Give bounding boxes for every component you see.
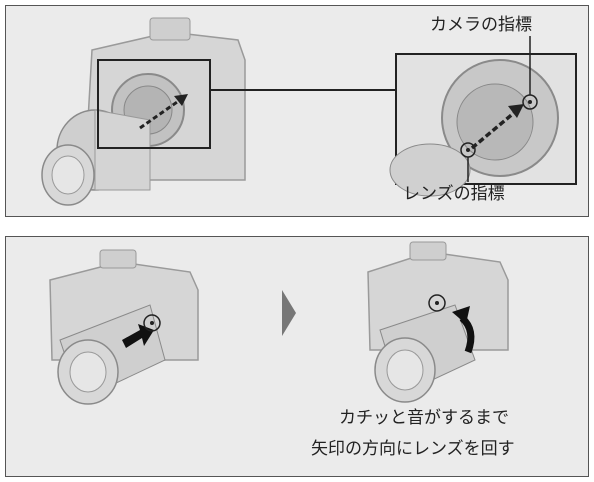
zoom-source-box [97,59,211,149]
insert-arrow [122,324,154,348]
camera-lens-after-illustration [367,241,509,403]
instruction-line-2: 矢印の方向にレンズを回す [311,439,515,459]
alignment-arrow-zoom [470,110,517,150]
instruction-line-1: カチッと音がするまで [339,408,509,428]
index-marker-before [143,314,161,332]
lens-illustration [41,109,151,206]
camera-index-label: カメラの指標 [430,15,532,35]
mount-zoom-view [389,53,577,197]
lens-index-label: レンズの指標 [403,184,505,204]
alignment-arrow-small [139,98,181,130]
camera-lens-before-illustration [49,249,199,405]
index-marker-after [428,294,446,312]
step-arrow [282,290,296,336]
